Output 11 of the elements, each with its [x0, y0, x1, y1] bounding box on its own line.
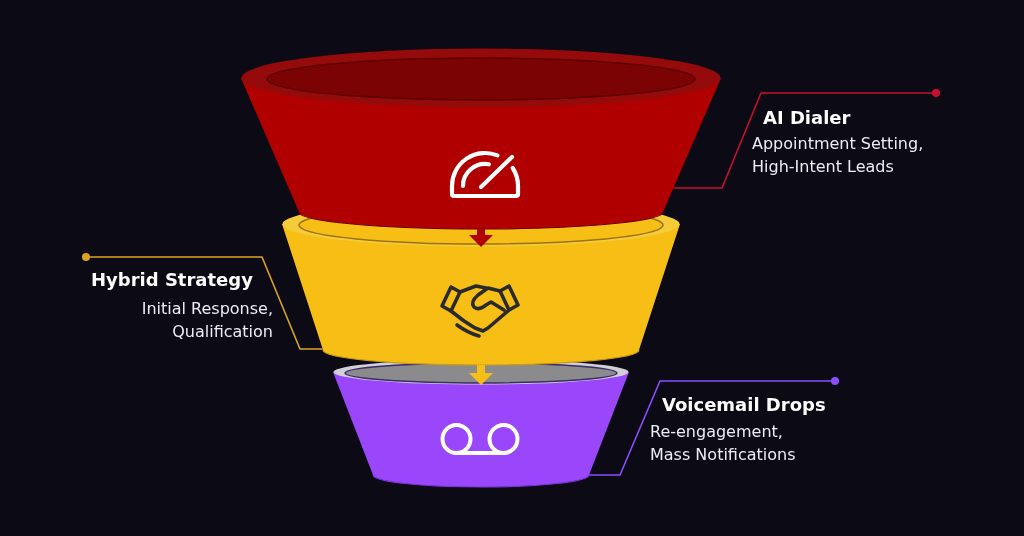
- flow-arrow: [469, 365, 493, 385]
- tier-heading: Hybrid Strategy: [91, 269, 253, 291]
- tier-description: Re-engagement, Mass Notifications: [650, 421, 797, 466]
- tier-description: Appointment Setting, High-Intent Leads: [752, 133, 925, 178]
- leader-line: [82, 253, 324, 350]
- leader-line: [672, 89, 940, 189]
- tier-heading: AI Dialer: [763, 107, 851, 129]
- tier-description: Initial Response, Qualification: [140, 298, 273, 343]
- leader-line: [588, 377, 839, 476]
- tier-heading: Voicemail Drops: [662, 394, 826, 416]
- flow-arrow: [469, 229, 493, 247]
